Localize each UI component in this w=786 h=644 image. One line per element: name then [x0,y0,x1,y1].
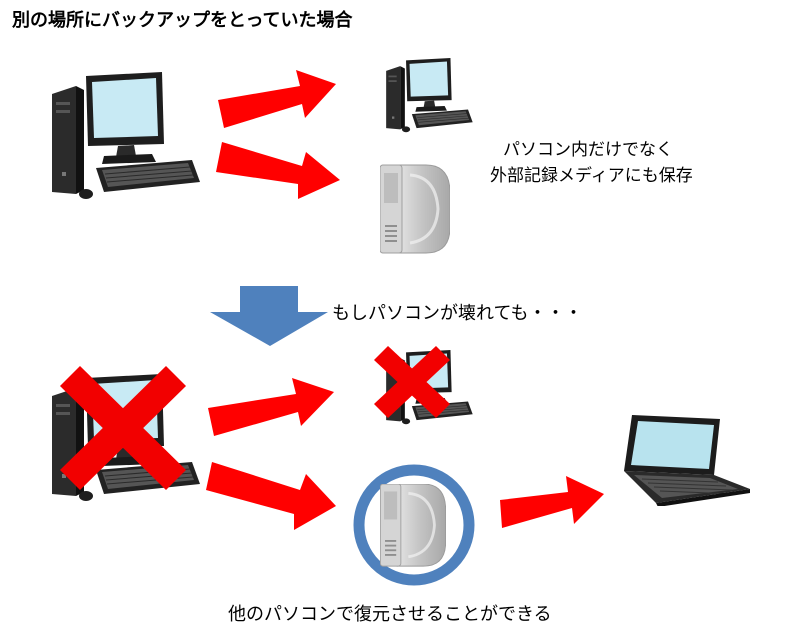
red-arrow-icon [500,476,604,528]
note-line-2: 外部記録メディアにも保存 [490,166,693,186]
if-broken-caption: もしパソコンが壊れても・・・ [332,303,583,324]
blue-down-arrow-icon [210,286,328,346]
laptop-icon [623,414,751,506]
red-arrow-icon [218,70,336,128]
desktop-computer-icon [52,72,201,200]
restore-caption: 他のパソコンで復元させることができる [228,604,552,625]
red-cross-icon [374,346,450,418]
red-arrow-icon [208,378,334,436]
blue-circle-icon [353,464,475,586]
red-cross-icon [60,366,186,490]
external-drive-icon [380,484,446,568]
red-arrow-icon [216,142,340,199]
note-line-1: パソコン内だけでなく [503,140,673,160]
page-title: 別の場所にバックアップをとっていた場合 [12,10,353,31]
red-arrow-icon [206,462,336,530]
external-drive-icon [380,164,450,255]
desktop-computer-icon [386,58,473,133]
